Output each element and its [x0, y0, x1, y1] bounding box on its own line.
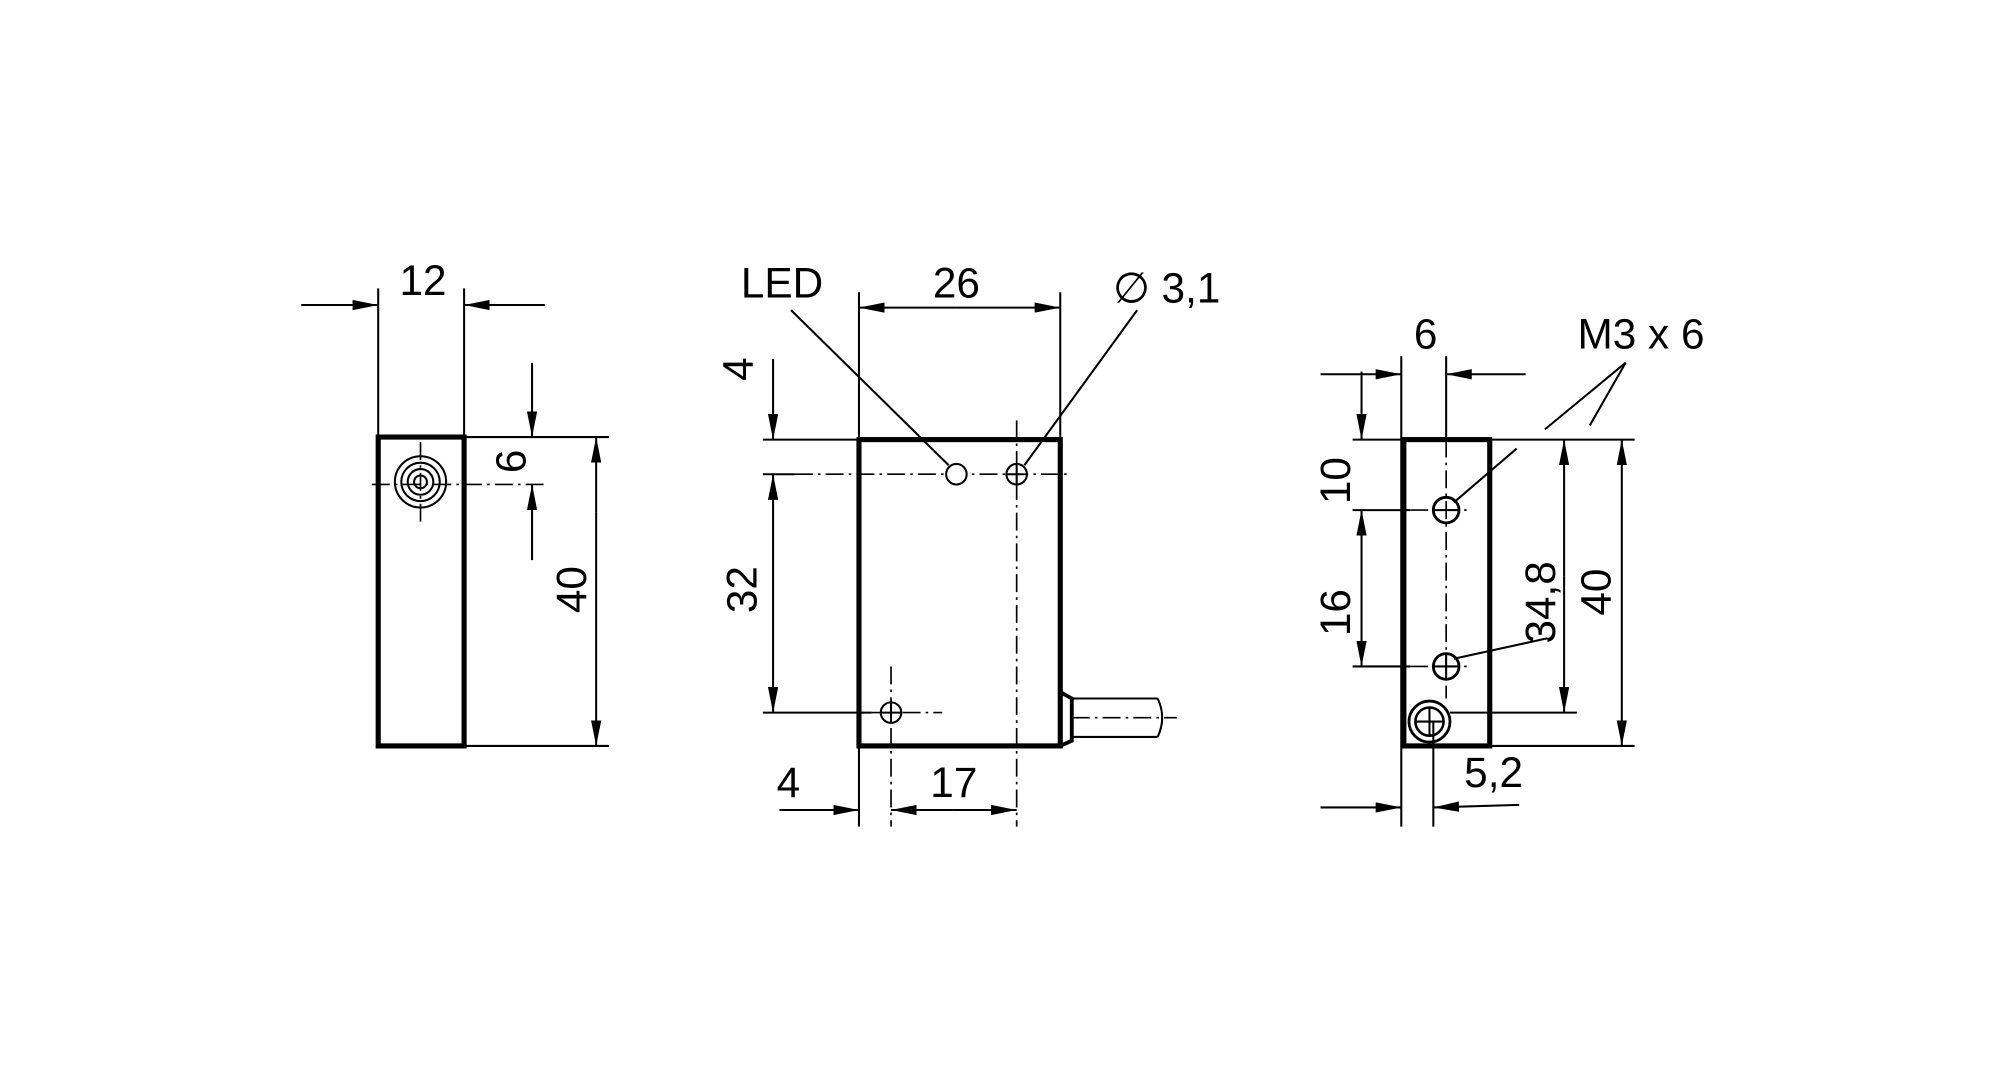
hole-horizontal-dimension-17: 17: [930, 759, 977, 806]
sensing-face-icon: [371, 442, 545, 526]
thread-label: M3 x 6: [1578, 311, 1705, 358]
hole-spacing-dimension-32: 32: [718, 566, 765, 613]
width-dimension-12: 12: [400, 257, 447, 304]
led-indicator-icon: [945, 462, 968, 486]
mounting-hole-icon: [1005, 462, 1028, 486]
sensor-housing-front: [856, 437, 1063, 749]
top-offset-dimension-4: 4: [715, 357, 762, 381]
width-dimension-26: 26: [933, 259, 980, 306]
cable-icon: [1059, 690, 1177, 748]
hole-diameter-label: ∅ 3,1: [1113, 264, 1220, 311]
thread-depth-dimension-34-8: 34,8: [1517, 561, 1564, 643]
mounting-hole-icon: [871, 666, 943, 827]
right-side-view: 6 M3 x 6 10 16 34,8 40 5,2: [1312, 311, 1705, 827]
cable-outlet-icon: [1407, 699, 1452, 744]
led-label: LED: [741, 259, 823, 306]
threaded-hole-icon: [1431, 652, 1461, 681]
width-dimension-6: 6: [1414, 311, 1438, 358]
left-side-view: 12 6 40: [301, 257, 609, 749]
sensor-offset-dimension-6: 6: [488, 450, 535, 474]
top-hole-dimension-10: 10: [1312, 457, 1359, 504]
cable-offset-dimension-5-2: 5,2: [1464, 749, 1523, 796]
left-offset-dimension-4: 4: [777, 759, 801, 806]
hole-spacing-dimension-16: 16: [1312, 589, 1359, 636]
threaded-hole-icon: [1431, 495, 1461, 525]
height-dimension-40: 40: [1572, 569, 1619, 616]
height-dimension-40: 40: [548, 566, 595, 613]
sensor-housing-side: [375, 434, 467, 749]
front-view: 26 LED ∅ 3,1 4 32 4 17: [715, 259, 1220, 827]
